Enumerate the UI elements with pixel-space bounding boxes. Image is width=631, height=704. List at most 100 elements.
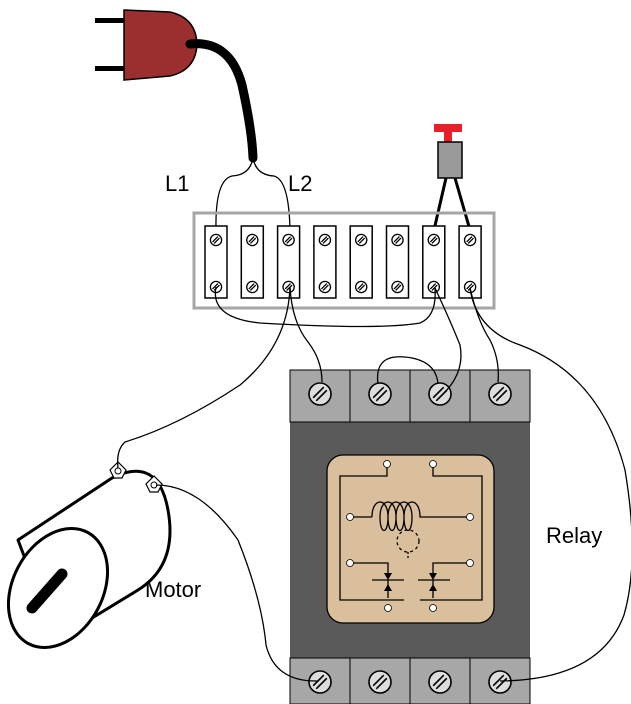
strip-terminal-8[interactable] xyxy=(458,225,482,299)
strip-terminal-screw-top[interactable] xyxy=(391,233,404,247)
screw-slot xyxy=(375,677,388,690)
interconnect-wires xyxy=(117,286,631,682)
strip-terminal-screw-top[interactable] xyxy=(318,233,332,247)
contact-arrow-bottom-left-icon xyxy=(384,584,392,591)
screw-slot xyxy=(466,236,473,243)
schematic-dot xyxy=(383,460,391,468)
motor-shaft-icon xyxy=(26,568,68,614)
screw-slot xyxy=(492,386,505,399)
screw-slot xyxy=(429,283,437,290)
label-motor: Motor xyxy=(145,577,201,602)
strip-terminal-body xyxy=(240,225,265,299)
screw-slot xyxy=(495,389,508,402)
screw-head-icon xyxy=(391,280,404,294)
screw-slot xyxy=(248,236,255,243)
strip-terminal-3[interactable] xyxy=(276,225,301,299)
screw-slot xyxy=(315,389,328,402)
screw-slot xyxy=(372,386,385,399)
relay-top-terminal-4[interactable] xyxy=(488,382,512,406)
screw-slot xyxy=(492,674,505,687)
screw-head-icon xyxy=(209,233,223,247)
screw-slot xyxy=(466,283,473,290)
relay-bottom-terminal-1[interactable] xyxy=(308,670,332,694)
relay-top-terminal-1[interactable] xyxy=(308,382,332,406)
armature-icon xyxy=(396,529,420,553)
screw-head-icon xyxy=(368,382,392,406)
strip-terminal-7[interactable] xyxy=(422,225,446,299)
strip-terminal-5[interactable] xyxy=(349,225,373,299)
wire-strip3-to-motor xyxy=(117,286,291,469)
motor-terminal-left[interactable] xyxy=(109,461,127,479)
strip-terminal-screw-top[interactable] xyxy=(209,233,223,247)
strip-terminal-4[interactable] xyxy=(313,225,337,299)
strip-terminal-screw-top[interactable] xyxy=(282,233,295,247)
label-relay: Relay xyxy=(546,523,602,548)
screw-slot xyxy=(467,284,475,291)
strip-terminal-screw-top[interactable] xyxy=(354,233,368,247)
strip-terminal-screw-top[interactable] xyxy=(246,233,259,247)
screw-slot xyxy=(357,236,364,243)
strip-terminal-1[interactable] xyxy=(204,225,228,299)
strip-terminal-6[interactable] xyxy=(385,225,410,299)
strip-terminal-screw-bottom[interactable] xyxy=(246,280,259,294)
screw-head-icon xyxy=(308,382,332,406)
contact-arrow-bottom-right-icon xyxy=(429,584,437,591)
screw-slot xyxy=(375,389,388,402)
screw-slot xyxy=(395,284,402,291)
screw-slot xyxy=(212,236,219,243)
relay-top-terminal-3[interactable] xyxy=(428,382,452,406)
screw-slot xyxy=(320,236,328,243)
screw-slot xyxy=(213,237,220,244)
screw-head-icon xyxy=(428,670,452,694)
screw-slot xyxy=(358,284,366,291)
screw-slot xyxy=(212,283,219,290)
screw-slot xyxy=(467,237,475,244)
pushbutton-lead-left xyxy=(432,177,448,231)
strip-terminal-body xyxy=(349,225,373,299)
strip-terminal-screw-bottom[interactable] xyxy=(463,280,477,294)
screw-slot xyxy=(429,236,437,243)
relay-schematic-window xyxy=(326,454,495,624)
screw-head-icon xyxy=(368,670,392,694)
screw-slot xyxy=(372,674,385,687)
pushbutton-cap-icon xyxy=(434,124,462,132)
wire-strip8-to-relay-b4 xyxy=(469,287,631,682)
screw-slot xyxy=(393,283,400,290)
screw-head-icon xyxy=(318,233,332,247)
screw-head-icon xyxy=(428,382,452,406)
relay-bottom-terminal-3[interactable] xyxy=(428,670,452,694)
schematic-dot xyxy=(346,559,354,567)
screw-head-icon xyxy=(427,233,441,247)
schematic-dot xyxy=(429,460,437,468)
strip-terminal-screw-top[interactable] xyxy=(427,233,441,247)
schematic-dot xyxy=(466,559,474,567)
label-l1: L1 xyxy=(165,171,189,196)
screw-head-icon xyxy=(246,280,259,294)
strip-terminal-screw-bottom[interactable] xyxy=(318,280,332,294)
screw-slot xyxy=(320,283,328,290)
relay-top-terminal-2[interactable] xyxy=(368,382,392,406)
screw-head-icon xyxy=(427,280,441,294)
strip-terminal-screw-top[interactable] xyxy=(463,233,477,247)
screw-head-icon xyxy=(282,280,295,294)
strip-terminal-screw-bottom[interactable] xyxy=(354,280,368,294)
power-cord xyxy=(185,39,258,163)
strip-terminal-screw-bottom[interactable] xyxy=(282,280,295,294)
screw-slot xyxy=(358,237,366,244)
screw-slot xyxy=(322,237,329,244)
relay-bottom-terminal-2[interactable] xyxy=(368,670,392,694)
strip-terminal-screw-bottom[interactable] xyxy=(391,280,404,294)
pushbutton-switch[interactable] xyxy=(434,124,463,179)
motor xyxy=(6,461,172,650)
screw-slot xyxy=(322,284,329,291)
power-plug[interactable] xyxy=(95,9,258,163)
strip-terminal-screw-bottom[interactable] xyxy=(427,280,441,294)
terminal-strip xyxy=(192,211,496,310)
relay-bottom-terminal-4[interactable] xyxy=(488,670,512,694)
wire-strip1-to-strip7 xyxy=(214,286,436,328)
screw-head-icon xyxy=(318,280,332,294)
strip-terminal-2[interactable] xyxy=(240,225,265,299)
screw-head-icon xyxy=(354,233,368,247)
relay-dividers xyxy=(349,370,471,704)
